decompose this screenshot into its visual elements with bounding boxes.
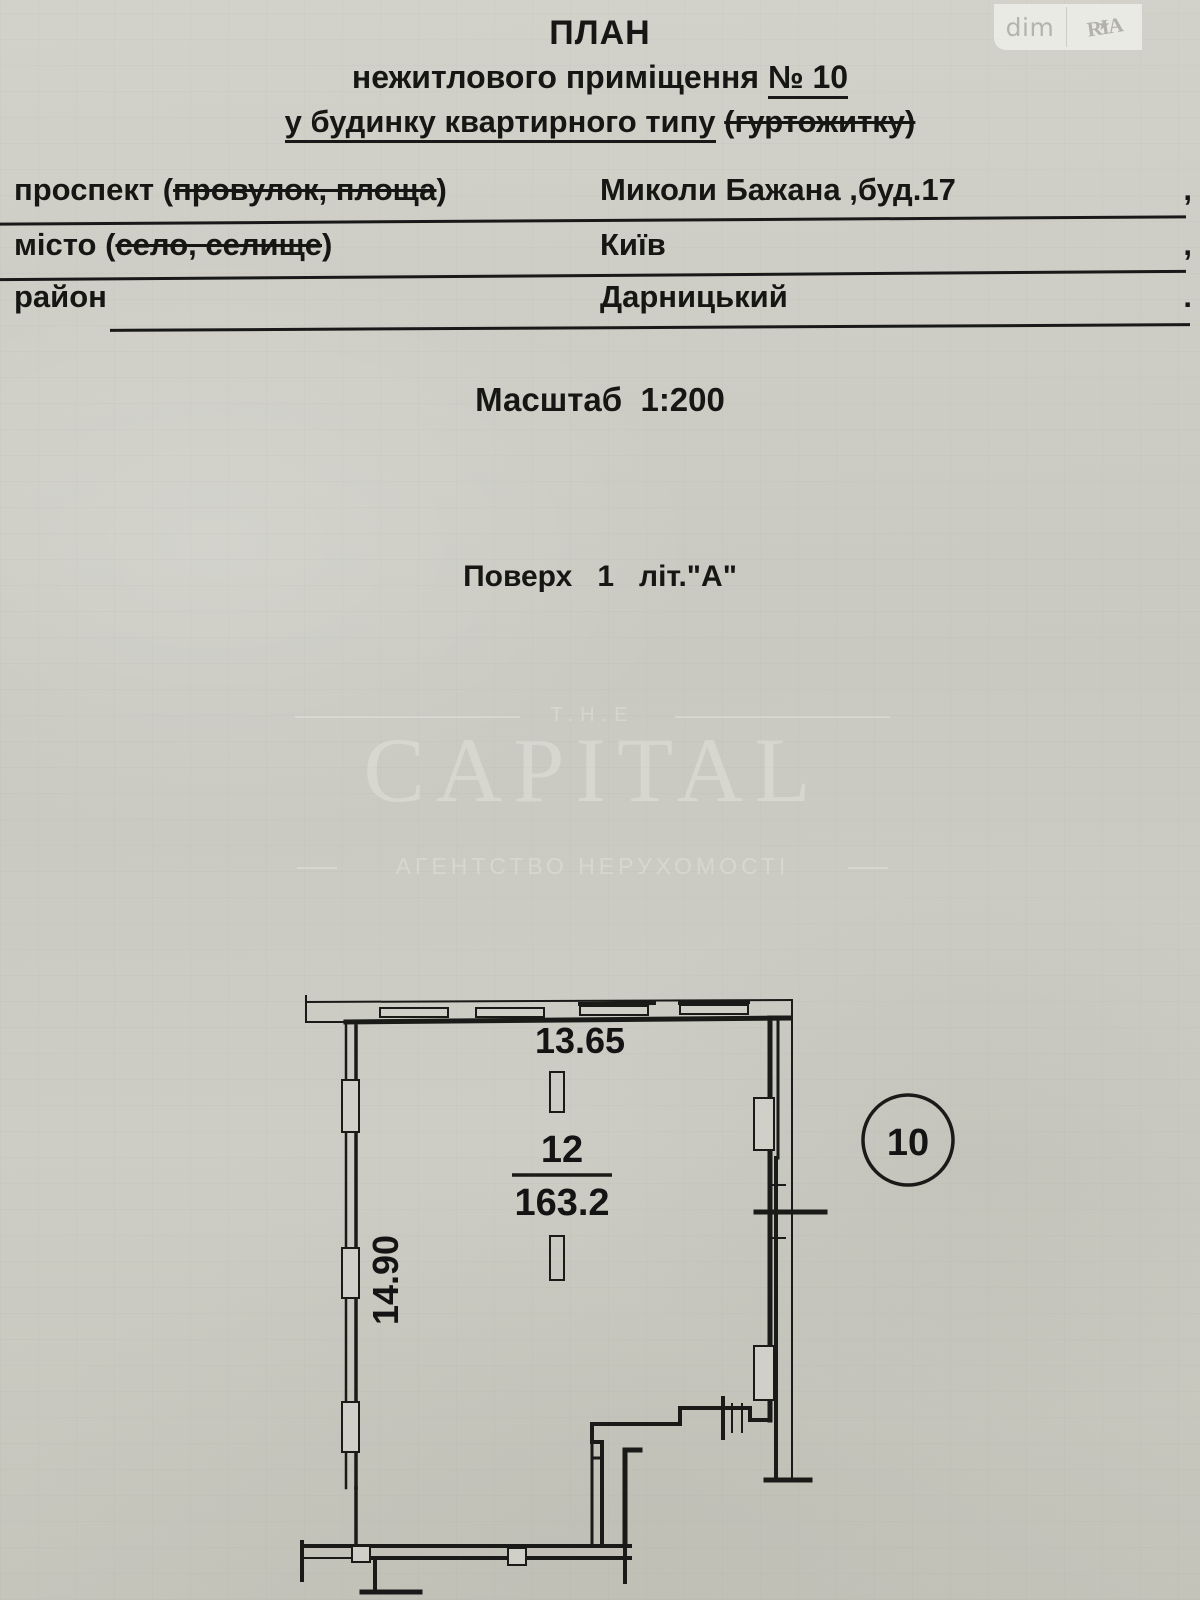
- document-title-block: ПЛАН нежитлового приміщення № 10 у будин…: [0, 0, 1200, 143]
- floor-line: Поверх 1 літ."А": [0, 560, 1200, 594]
- room-number-label: 12: [541, 1129, 583, 1171]
- title-dormitory-struck: (гуртожитку): [724, 104, 916, 139]
- scale-label: Масштаб: [475, 381, 623, 418]
- scale-line: Масштаб 1:200: [0, 381, 1200, 419]
- city-label-part-a: місто (: [14, 227, 116, 262]
- address-street-value: Миколи Бажана ,буд.17: [600, 172, 956, 207]
- watermark-the-text: T.H.E: [550, 704, 635, 726]
- dimension-top-label: 13.65: [535, 1020, 625, 1061]
- street-label-struck: провулок, площа: [173, 172, 437, 207]
- address-district-label: район: [14, 279, 107, 315]
- address-district-row: район Дарницький .: [0, 277, 1200, 332]
- floor-plan-drawing: 10 13.65 14.90 12 163.2: [280, 980, 1000, 1600]
- title-building-type-text: у будинку квартирного типу: [284, 104, 716, 143]
- address-street-row: проспект (провулок, площа) Миколи Бажана…: [0, 170, 1200, 226]
- street-label-part-b: ): [436, 172, 447, 207]
- address-street-label: проспект (провулок, площа): [14, 172, 447, 208]
- dimension-left-label: 14.90: [365, 1235, 406, 1325]
- watermark-rule-right: [675, 716, 890, 718]
- title-premises-text: нежитлового приміщення: [351, 59, 760, 95]
- watermark-rule-left: [295, 716, 520, 718]
- address-city-value: Київ: [600, 227, 666, 262]
- unit-marker-label: 10: [887, 1122, 929, 1164]
- floor-letter-label: літ."А": [639, 560, 737, 593]
- city-label-struck: село, селище: [115, 227, 322, 262]
- page-title: ПЛАН: [549, 14, 651, 52]
- address-district-period: .: [1183, 279, 1192, 314]
- address-district-rule: [109, 323, 1191, 332]
- address-district-value: Дарницький: [600, 279, 788, 314]
- watermark-capital-text: CAPITAL: [363, 719, 822, 821]
- room-area-label: 163.2: [514, 1182, 609, 1224]
- watermark-subtitle-text: АГЕНТСТВО НЕРУХОМОСТІ: [395, 853, 790, 879]
- address-street-comma: ,: [1183, 172, 1192, 207]
- district-label-part-a: район: [14, 279, 107, 314]
- title-building-type: у будинку квартирного типу (гуртожитку): [0, 104, 1200, 143]
- title-premises-number: № 10: [767, 59, 849, 99]
- address-city-row: місто (село, селище) Київ ,: [0, 225, 1200, 282]
- address-city-comma: ,: [1183, 227, 1192, 262]
- title-subtitle-premises: нежитлового приміщення № 10: [0, 59, 1200, 99]
- watermark-sub-rule-right: [848, 867, 888, 869]
- city-label-part-b: ): [322, 227, 333, 262]
- watermark-sub-rule-left: [297, 867, 337, 869]
- address-city-label: місто (село, селище): [14, 227, 332, 263]
- street-label-part-a: проспект (: [14, 172, 174, 207]
- unit-marker-circle: 10: [861, 1093, 955, 1187]
- scale-value: 1:200: [640, 381, 725, 418]
- floor-label: Поверх: [463, 560, 573, 593]
- floor-number: 1: [597, 560, 614, 593]
- capital-agency-watermark: T.H.E CAPITAL АГЕНТСТВО НЕРУХОМОСТІ: [295, 700, 890, 880]
